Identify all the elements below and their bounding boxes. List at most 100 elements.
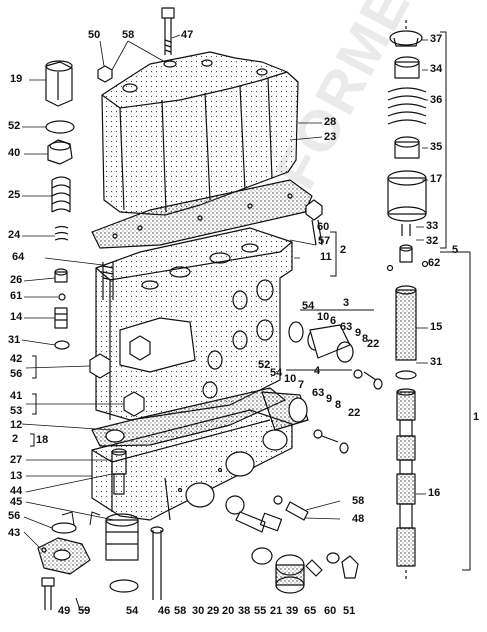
callout-27: 27 (10, 454, 23, 466)
callout-59: 59 (78, 605, 91, 617)
callout-54-mid: 54 (302, 300, 315, 312)
callout-14: 14 (10, 311, 23, 323)
spring-part-14 (54, 307, 68, 329)
callout-33: 33 (426, 220, 439, 232)
ring-part-31 (54, 340, 70, 350)
callout-61: 61 (10, 290, 23, 302)
callout-15: 15 (430, 321, 443, 333)
callout-43: 43 (8, 527, 21, 539)
callout-41: 41 (10, 390, 23, 402)
callout-37: 37 (430, 33, 443, 45)
washer-part-58 (163, 60, 177, 68)
callout-42: 42 (10, 353, 23, 365)
callout-40: 40 (8, 147, 21, 159)
plunger-part-38 (225, 495, 283, 533)
bolt-part-60 (305, 199, 323, 246)
callout-32: 32 (426, 235, 439, 247)
callout-21: 21 (270, 605, 283, 617)
cup-part-17 (387, 170, 427, 222)
spool-part-16 (396, 388, 416, 567)
callout-50: 50 (88, 29, 101, 41)
spring-part-24 (54, 225, 69, 241)
callout-3: 3 (343, 297, 350, 309)
callout-63-low: 63 (312, 387, 325, 399)
callout-30: 30 (192, 605, 205, 617)
ring-part-60 (326, 552, 340, 564)
callout-1: 1 (473, 411, 480, 423)
callout-62: 62 (428, 257, 441, 269)
callout-8-mid: 8 (362, 333, 369, 345)
callout-46: 46 (158, 605, 171, 617)
callout-52-low: 52 (258, 359, 271, 371)
valve-assembly-part-3 (288, 321, 383, 390)
callout-23: 23 (324, 131, 337, 143)
callout-58-bottom: 58 (174, 605, 187, 617)
callout-39: 39 (286, 605, 299, 617)
bolt-part-47 (161, 7, 175, 55)
callout-26: 26 (10, 274, 23, 286)
callout-22-low: 22 (348, 407, 361, 419)
grouping-brackets (30, 31, 471, 611)
callout-28: 28 (324, 116, 337, 128)
gasket-part-12 (91, 387, 286, 447)
spring-part-33 (401, 224, 411, 236)
callout-11: 11 (320, 251, 332, 263)
callout-54-bottom: 54 (126, 605, 139, 617)
callout-10-mid: 10 (317, 311, 330, 323)
leader-lines (21, 34, 428, 549)
callout-55: 55 (254, 605, 267, 617)
callout-58-right: 58 (352, 495, 365, 507)
bolt-part-49 (41, 577, 55, 610)
callout-36: 36 (430, 94, 443, 106)
callout-9-mid: 9 (355, 327, 362, 339)
callout-16: 16 (428, 487, 441, 499)
nut-part-50 (97, 65, 113, 83)
ball-part-62 (421, 260, 429, 268)
callout-29: 29 (207, 605, 220, 617)
callout-38: 38 (238, 605, 251, 617)
cover-part-28 (101, 51, 299, 216)
callout-18: 18 (36, 434, 49, 446)
callout-48: 48 (352, 513, 365, 525)
callout-31: 31 (8, 334, 21, 346)
main-housing-part-11 (89, 227, 293, 421)
callout-31-right: 31 (430, 356, 443, 368)
callout-20: 20 (222, 605, 235, 617)
callout-19: 19 (10, 73, 23, 85)
ball-left-part-62 (386, 264, 394, 272)
callout-60-bottom: 60 (324, 605, 337, 617)
piston-part-44 (111, 448, 127, 495)
callout-44: 44 (10, 485, 23, 497)
callout-65: 65 (304, 605, 317, 617)
ring-part-52 (45, 120, 75, 134)
callout-2-top: 2 (340, 244, 347, 256)
callout-58: 58 (122, 29, 135, 41)
callout-56-left: 56 (10, 368, 23, 380)
ring-part-54 (109, 579, 139, 593)
plug-part-51 (341, 555, 359, 579)
callout-22-mid: 22 (367, 338, 380, 350)
callout-10-low: 10 (284, 373, 297, 385)
callout-63-mid: 63 (340, 321, 353, 333)
callout-56-bottom: 56 (8, 510, 21, 522)
bolt-part-64 (102, 262, 114, 300)
callout-7: 7 (298, 379, 305, 391)
spring-part-25 (51, 176, 71, 213)
bushing-part-34 (394, 56, 420, 79)
callout-17: 17 (430, 173, 443, 185)
callout-4: 4 (314, 365, 321, 377)
pin-part-65 (305, 559, 323, 577)
nut-part-40 (47, 139, 73, 165)
callout-45: 45 (10, 496, 23, 508)
ring-part-56 (51, 522, 77, 534)
callout-35: 35 (430, 141, 443, 153)
callout-12: 12 (10, 419, 23, 431)
callout-60: 60 (317, 221, 330, 233)
screw-part-37 (389, 30, 423, 47)
sleeve-part-45 (105, 513, 139, 561)
ring-part-55 (251, 547, 273, 565)
valve-assembly-part-4 (261, 391, 349, 454)
sleeve-part-15 (395, 285, 417, 361)
plug-part-26 (54, 268, 68, 283)
